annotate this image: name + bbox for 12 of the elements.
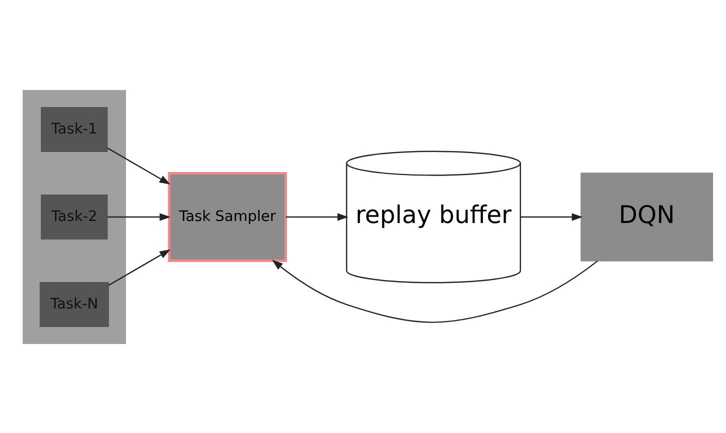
node-box: DQN (580, 172, 714, 261)
node-box: Task Sampler (168, 172, 288, 262)
arrow (286, 212, 348, 220)
arrow (107, 147, 170, 184)
arrow (520, 212, 583, 220)
arrow (272, 259, 598, 322)
arrow (108, 248, 171, 286)
cluster (22, 89, 126, 344)
node-box: Task-N (40, 282, 109, 326)
arrow (108, 212, 171, 220)
node-box: Task-1 (40, 106, 108, 152)
node-box: Task-2 (40, 194, 108, 239)
